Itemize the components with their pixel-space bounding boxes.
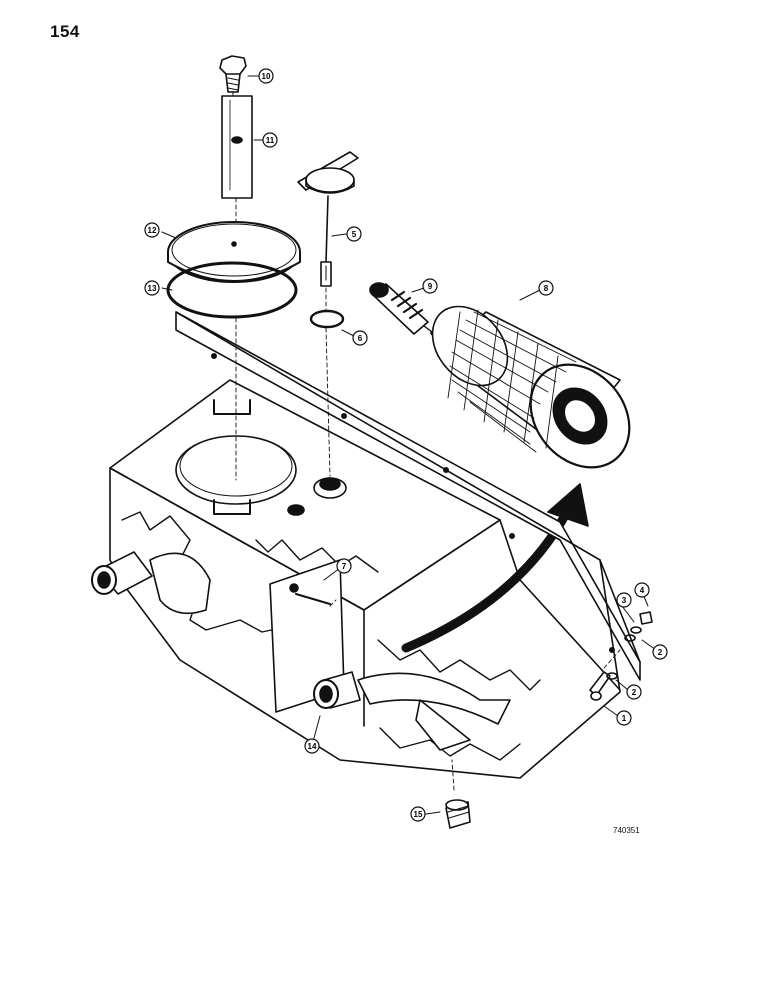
callout-number: 5 [352, 230, 357, 239]
callout-circle [422, 278, 438, 294]
callout-number: 13 [148, 284, 157, 293]
callout-circle [626, 684, 642, 700]
callout-number: 8 [544, 284, 549, 293]
callout-number: 10 [262, 72, 271, 81]
callout-circle [634, 582, 650, 598]
callout-circle [352, 330, 368, 346]
callout-number: 2 [658, 648, 663, 657]
callout-circle [410, 806, 426, 822]
callout-number: 2 [632, 688, 637, 697]
callout-circle [616, 710, 632, 726]
callout-number: 7 [342, 562, 347, 571]
callout-circle [258, 68, 274, 84]
callout-number: 6 [358, 334, 363, 343]
drawing-reference-code: 740351 [613, 826, 640, 835]
callout-circle [336, 558, 352, 574]
inlet-fitting [91, 551, 153, 595]
cap-screw [219, 55, 247, 97]
callout-number: 15 [414, 810, 423, 819]
callout-circle [346, 226, 362, 242]
callout-number: 14 [308, 742, 317, 751]
callout-number: 4 [640, 586, 645, 595]
hydraulic-tank [91, 311, 641, 779]
filter-element [431, 305, 631, 469]
outlet-fitting [313, 671, 361, 709]
callout-number: 11 [266, 136, 275, 145]
callout-circle [262, 132, 278, 148]
page-number: 154 [50, 22, 80, 41]
callout-circle [144, 280, 160, 296]
sleeve-tube [221, 95, 253, 199]
callout-markers: 10 11 5 12 13 6 9 8 7 4 3 2 2 1 14 15 [144, 68, 668, 822]
callout-number: 3 [622, 596, 627, 605]
assembly-center-lines [235, 197, 621, 791]
o-ring-large [166, 261, 298, 319]
callout-circle [652, 644, 668, 660]
drain-plug [445, 799, 471, 829]
callout-number: 12 [148, 226, 157, 235]
callout-number: 9 [428, 282, 433, 291]
callout-circle [304, 738, 320, 754]
callout-leaders [161, 75, 657, 815]
relief-valve [369, 282, 436, 336]
callout-number: 1 [622, 714, 627, 723]
dipstick [297, 151, 359, 287]
mounting-hardware [589, 611, 653, 701]
callout-circle [616, 592, 632, 608]
callout-circle [538, 280, 554, 296]
gasket-small [309, 309, 345, 329]
callout-circle [144, 222, 160, 238]
